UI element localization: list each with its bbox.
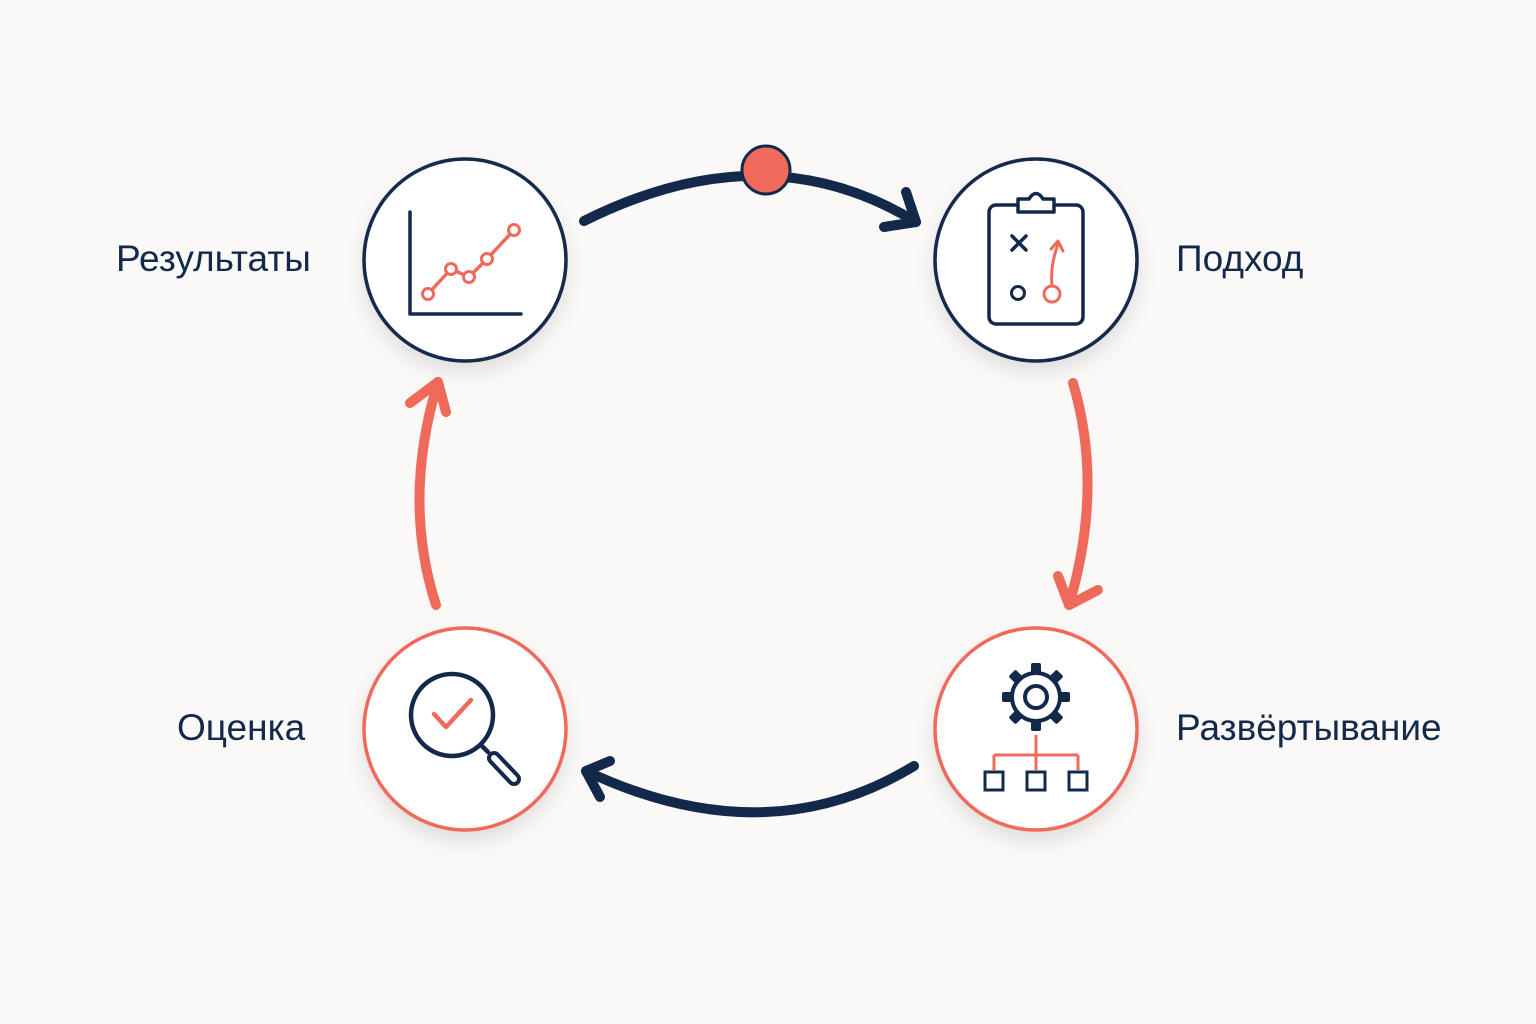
magnifier-check-icon [408, 671, 521, 786]
node-approach [933, 157, 1139, 363]
line-chart-icon [408, 210, 523, 316]
stage-label-approach: Подход [1176, 238, 1304, 279]
node-evaluation [362, 626, 568, 832]
node-results [362, 157, 568, 363]
gear-hierarchy-icon [983, 663, 1089, 792]
clipboard-strategy-icon [987, 191, 1085, 326]
node-deployment [933, 626, 1139, 832]
stage-label-evaluation: Оценка [177, 707, 306, 748]
stage-label-deployment: Развёртывание [1176, 707, 1442, 748]
arrow-approach-to-deployment [1053, 378, 1103, 610]
arrow-evaluation-to-results [405, 377, 451, 610]
arrow-deployment-to-evaluation [581, 756, 919, 818]
stage-label-results: Результаты [116, 238, 311, 279]
cycle-marker-dot [740, 144, 792, 196]
arrow-results-to-approach [579, 144, 921, 232]
